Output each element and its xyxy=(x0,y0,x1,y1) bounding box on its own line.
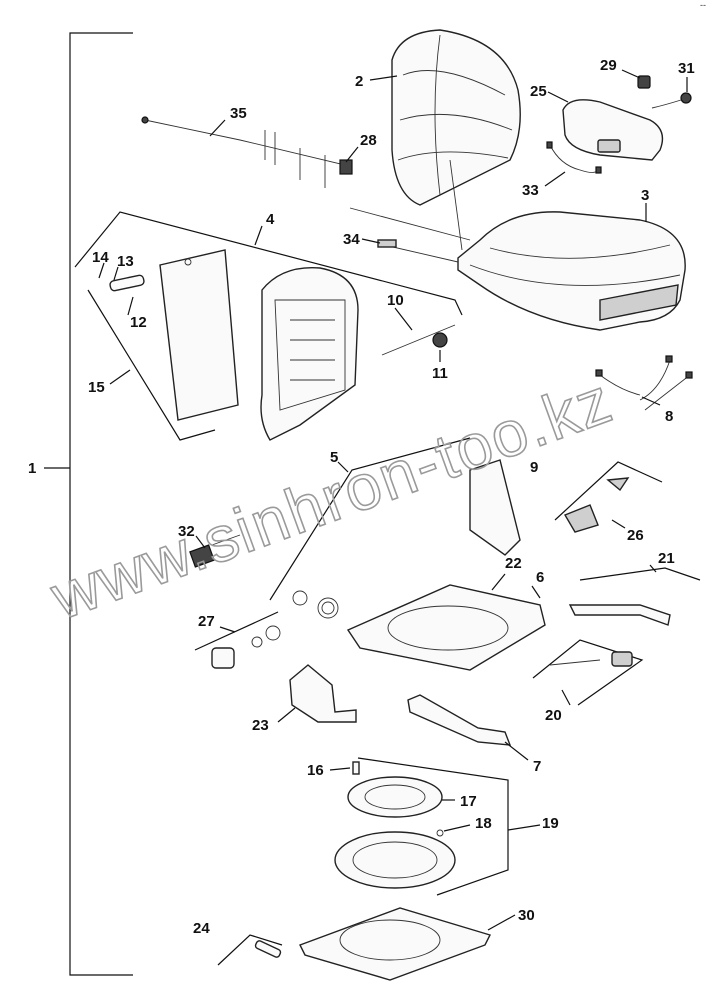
rod-10 xyxy=(381,324,456,356)
bracket-23 xyxy=(289,664,357,723)
callout-12: 12 xyxy=(130,314,147,331)
handle-20 xyxy=(549,651,633,667)
group26-bracket xyxy=(554,461,663,521)
assembly-bracket xyxy=(69,32,133,976)
fastener-kit-26 xyxy=(563,477,630,533)
callout-22: 22 xyxy=(505,555,522,572)
callout-33: 33 xyxy=(522,182,539,199)
callout-35: 35 xyxy=(230,105,247,122)
handle-12 xyxy=(109,274,145,292)
spring xyxy=(292,590,339,619)
ball-18 xyxy=(436,829,444,837)
callout-15: 15 xyxy=(88,379,105,396)
backboard-15 xyxy=(159,249,239,421)
callout-27: 27 xyxy=(198,613,215,630)
group24-bracket xyxy=(217,934,283,966)
group4-bracket xyxy=(74,211,463,316)
harness-35 xyxy=(141,116,353,188)
callout-4: 4 xyxy=(266,211,275,228)
callout-1: 1 xyxy=(28,460,36,477)
callout-25: 25 xyxy=(530,83,547,100)
callout-7: 7 xyxy=(533,758,541,775)
callout-18: 18 xyxy=(475,815,492,832)
group5-bracket xyxy=(269,437,471,601)
callout-3: 3 xyxy=(641,187,649,204)
callout-29: 29 xyxy=(600,57,617,74)
back-frame-shell xyxy=(260,266,359,441)
corner-mark: -- xyxy=(700,0,706,10)
backrest-cushion xyxy=(391,29,521,251)
clip-29 xyxy=(637,75,651,89)
callout-9: 9 xyxy=(530,459,538,476)
lever-21 xyxy=(568,604,671,626)
callout-34: 34 xyxy=(343,231,360,248)
callout-19: 19 xyxy=(542,815,559,832)
callout-11: 11 xyxy=(432,365,448,382)
group20-bracket xyxy=(532,639,644,706)
bolt-16 xyxy=(352,761,360,775)
switch-31 xyxy=(651,92,692,109)
seat-cushion xyxy=(457,211,686,331)
base-plate-30 xyxy=(299,907,491,981)
pin-24 xyxy=(254,940,282,958)
bearing-ring xyxy=(334,831,456,889)
armrest xyxy=(562,99,664,161)
watermark: www.sinhron-too.kz xyxy=(41,363,622,633)
callout-5: 5 xyxy=(330,449,338,466)
callout-24: 24 xyxy=(193,920,210,937)
callout-13: 13 xyxy=(117,253,134,270)
harness-8 xyxy=(595,355,693,411)
cable-33 xyxy=(546,141,602,174)
callout-21: 21 xyxy=(658,550,675,567)
group21-bracket xyxy=(579,567,701,581)
bushing-27 xyxy=(211,625,281,669)
group15-bracket xyxy=(87,289,216,441)
callout-31: 31 xyxy=(678,60,695,77)
callout-20: 20 xyxy=(545,707,562,724)
callout-6: 6 xyxy=(536,569,544,586)
cable-34 xyxy=(349,207,471,263)
callout-16: 16 xyxy=(307,762,324,779)
callout-30: 30 xyxy=(518,907,535,924)
group27-bracket xyxy=(194,611,279,651)
swivel-plate-17 xyxy=(347,776,443,818)
star-knob-11 xyxy=(432,332,448,348)
switch-32 xyxy=(189,534,241,568)
callout-10: 10 xyxy=(387,292,404,309)
base-frame-6 xyxy=(346,584,546,671)
callout-2: 2 xyxy=(355,73,363,90)
callout-28: 28 xyxy=(360,132,377,149)
callout-8: 8 xyxy=(665,408,673,425)
callout-17: 17 xyxy=(460,793,477,810)
callout-23: 23 xyxy=(252,717,269,734)
plate-7 xyxy=(407,694,512,746)
callout-32: 32 xyxy=(178,523,195,540)
callout-14: 14 xyxy=(92,249,109,266)
callout-26: 26 xyxy=(627,527,644,544)
side-bracket-9 xyxy=(469,459,521,556)
group19-bracket xyxy=(357,757,509,896)
